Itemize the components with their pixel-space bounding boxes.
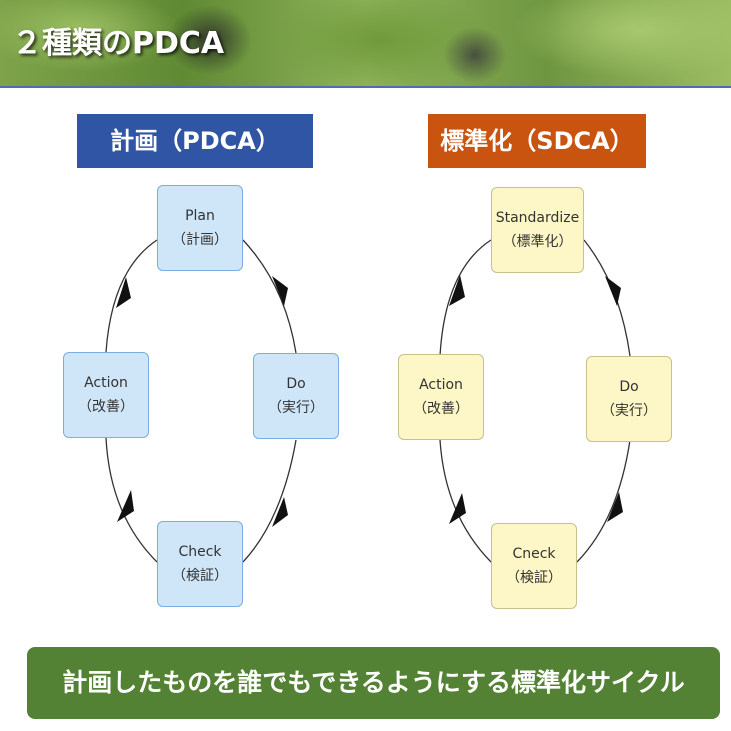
pdca-arc-plan-do (242, 239, 297, 354)
sdca-section-title: 標準化（SDCA） (428, 114, 646, 168)
sdca-arc-do-check (576, 439, 631, 563)
node-label: Cneck (512, 546, 556, 562)
sdca-node-do: Do （実行） (586, 356, 672, 442)
header-photo: ２種類のPDCA (0, 0, 731, 86)
sdca-arrow-action-standardize (449, 275, 465, 306)
header-divider (0, 86, 731, 88)
pdca-node-action: Action （改善） (63, 352, 149, 438)
node-sublabel: （実行） (601, 403, 657, 419)
pdca-arrow-plan-do (272, 276, 288, 306)
summary-banner: 計画したものを誰でもできるようにする標準化サイクル (27, 647, 720, 719)
node-label: Plan (185, 208, 215, 224)
node-sublabel: （検証） (172, 568, 228, 584)
node-sublabel: （改善） (78, 399, 134, 415)
node-label: Standardize (495, 210, 580, 226)
sdca-node-action: Action （改善） (398, 354, 484, 440)
pdca-node-do: Do （実行） (253, 353, 339, 439)
node-label: Action (84, 375, 128, 391)
sdca-arrow-check-action (449, 493, 466, 524)
sdca-node-check: Cneck （検証） (491, 523, 577, 609)
sdca-arrow-standardize-do (605, 276, 621, 306)
pdca-arrow-check-action (117, 490, 134, 522)
node-label: Do (619, 379, 639, 395)
node-sublabel: （改善） (413, 401, 469, 417)
node-label: Check (178, 544, 222, 560)
pdca-node-plan: Plan （計画） (157, 185, 243, 271)
pdca-arrow-action-plan (116, 277, 131, 308)
node-sublabel: （計画） (172, 232, 228, 248)
sdca-arc-standardize-do (583, 239, 631, 357)
node-sublabel: （標準化） (502, 234, 573, 250)
sdca-arc-action-standardize (439, 239, 492, 357)
node-label: Do (286, 376, 306, 392)
pdca-arc-check-action (105, 437, 158, 563)
pdca-section-title: 計画（PDCA） (77, 114, 313, 168)
sdca-node-standardize: Standardize （標準化） (491, 187, 584, 273)
sdca-arrow-do-check (607, 492, 623, 522)
page-title: ２種類のPDCA (12, 26, 225, 61)
pdca-arrow-do-check (272, 497, 288, 527)
pdca-arc-do-check (242, 439, 297, 563)
sdca-arc-check-action (439, 439, 492, 563)
pdca-node-check: Check （検証） (157, 521, 243, 607)
node-label: Action (419, 377, 463, 393)
node-sublabel: （実行） (268, 400, 324, 416)
pdca-arc-action-plan (105, 239, 158, 353)
node-sublabel: （検証） (506, 570, 562, 586)
